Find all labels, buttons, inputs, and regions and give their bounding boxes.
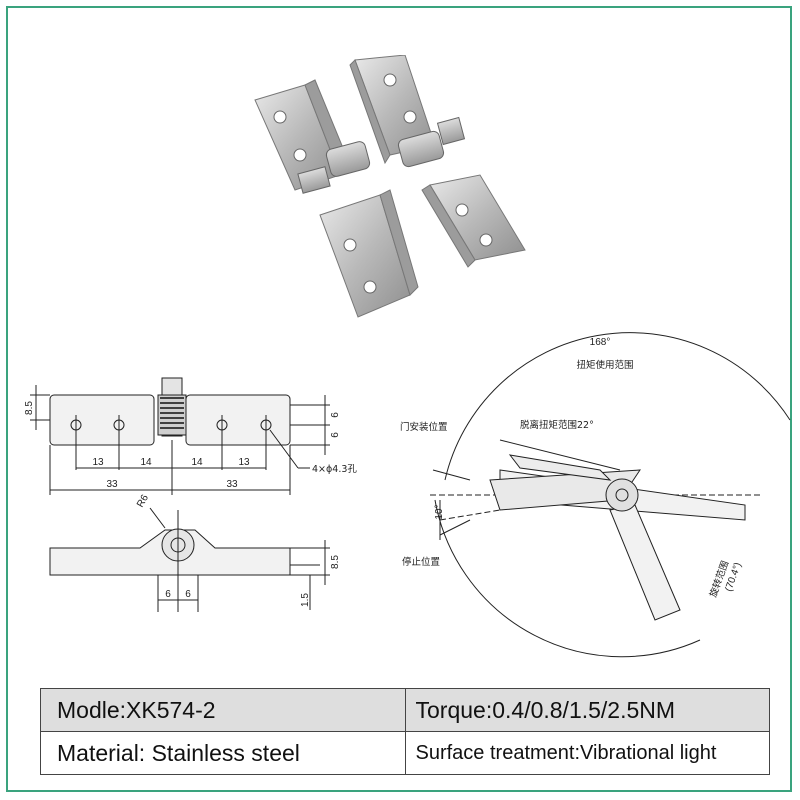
page-border [6,6,792,792]
dim-6-side-left: 6 [165,589,171,600]
dim-13-left: 13 [92,457,104,468]
spec-row: Modle:XK574-2 Torque:0.4/0.8/1.5/2.5NM [40,688,770,732]
technical-drawing: 13 14 14 13 33 33 8.5 6 6 4×ϕ4.3孔 R6 6 6… [24,332,791,658]
product-photo [254,55,526,318]
left-hinge-image [254,79,419,318]
top-view-drawing [30,377,330,495]
dim-6-upper: 6 [330,412,341,418]
model-cell: Modle:XK574-2 [40,688,406,732]
dim-14-left: 14 [140,457,152,468]
dim-1-5-side: 1.5 [300,593,311,607]
angle-view-drawing [430,332,791,658]
angle-10: 10° [434,504,445,519]
angle-168: 168° [590,337,611,348]
radius-r6: R6 [135,493,151,510]
side-view-drawing [49,507,330,612]
torque-cell: Torque:0.4/0.8/1.5/2.5NM [404,688,770,732]
dim-33-left: 33 [106,479,118,490]
torque-range-label: 扭矩使用范围 [576,359,633,371]
dim-13-right: 13 [238,457,250,468]
dim-8-5-side: 8.5 [330,555,341,569]
hole-callout: 4×ϕ4.3孔 [312,464,357,475]
right-hinge-image [349,55,526,268]
dim-14-right: 14 [191,457,203,468]
dim-6-lower: 6 [330,432,341,438]
release-torque-label: 脱离扭矩范围22° [520,419,594,431]
material-cell: Material: Stainless steel [40,731,406,775]
dim-6-side-right: 6 [185,589,191,600]
dim-8-5-top: 8.5 [24,401,35,415]
door-position-label: 门安装位置 [400,421,448,433]
surface-cell: Surface treatment:Vibrational light [404,731,770,775]
spec-row: Material: Stainless steel Surface treatm… [40,731,770,775]
dim-33-right: 33 [226,479,238,490]
spec-table: Modle:XK574-2 Torque:0.4/0.8/1.5/2.5NM M… [40,688,770,775]
stop-position-label: 停止位置 [402,556,440,568]
